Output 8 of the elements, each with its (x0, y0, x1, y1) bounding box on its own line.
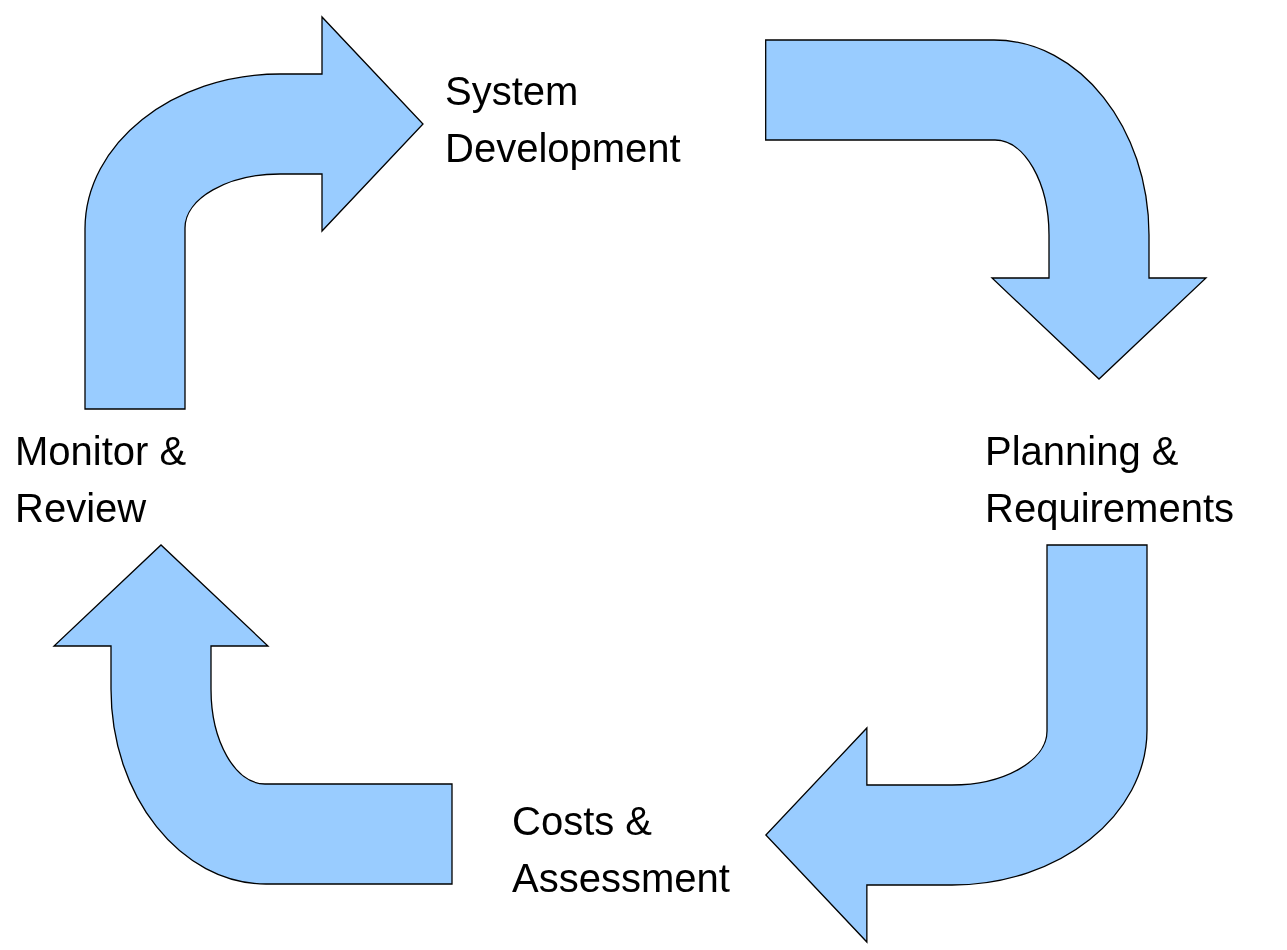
stage-label: Costs & Assessment (512, 798, 731, 902)
curved-arrow (765, 544, 1148, 943)
curved-arrow (53, 544, 453, 885)
stage-label: Planning & Requirements (985, 428, 1235, 532)
stage-label: Monitor & Review (15, 428, 188, 532)
stage-label: System Development (445, 68, 682, 172)
curved-arrow (765, 39, 1207, 380)
curved-arrow (84, 16, 424, 410)
